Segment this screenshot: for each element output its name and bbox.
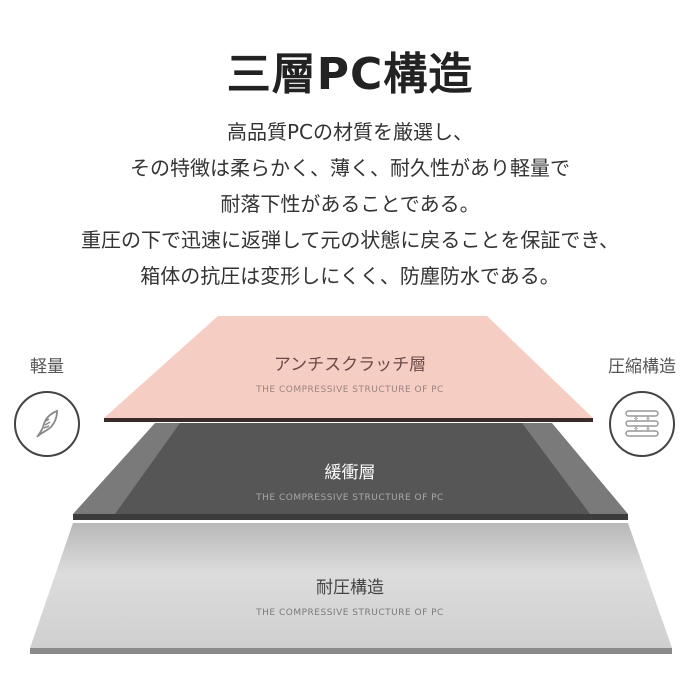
layer-name: 緩衝層 <box>324 463 376 483</box>
description-line: 耐落下性があることである。 <box>220 192 480 216</box>
layer-subtitle: THE COMPRESSIVE STRUCTURE OF PC <box>256 385 444 395</box>
description-line: その特徴は柔らかく、薄く、耐久性があり軽量で <box>130 156 570 180</box>
compression-structure-icon <box>625 410 659 437</box>
description: 高品質PCの材質を厳選し、 その特徴は柔らかく、薄く、耐久性があり軽量で 耐落下… <box>0 114 700 294</box>
pressure-resistant-layer-label: 耐圧構造 THE COMPRESSIVE STRUCTURE OF PC <box>0 573 700 618</box>
feature-label: 圧縮構造 <box>608 357 676 377</box>
page-title: 三層PC構造 <box>226 49 474 100</box>
cushion-layer <box>73 423 628 520</box>
pressure-resistant-layer <box>30 523 672 654</box>
feature-circle <box>14 391 80 457</box>
cushion-layer-label: 緩衝層 THE COMPRESSIVE STRUCTURE OF PC <box>0 458 700 503</box>
feature-compression-structure: 圧縮構造 <box>597 352 687 457</box>
layer-name: アンチスクラッチ層 <box>273 355 427 375</box>
feature-lightweight: 軽量 <box>14 352 80 457</box>
layer-subtitle: THE COMPRESSIVE STRUCTURE OF PC <box>256 493 444 503</box>
feature-label: 軽量 <box>30 357 64 377</box>
layer-name: 耐圧構造 <box>316 578 384 598</box>
description-line: 高品質PCの材質を厳選し、 <box>226 120 474 144</box>
feature-circle <box>609 391 675 457</box>
layer-subtitle: THE COMPRESSIVE STRUCTURE OF PC <box>256 608 444 618</box>
feather-icon <box>36 409 58 438</box>
description-line: 重圧の下で迅速に返弾して元の状態に戻ることを保証でき、 <box>81 228 619 252</box>
anti-scratch-layer-label: アンチスクラッチ層 THE COMPRESSIVE STRUCTURE OF P… <box>0 350 700 395</box>
anti-scratch-layer <box>104 316 593 422</box>
description-line: 箱体の抗圧は変形しにくく、防塵防水である。 <box>140 264 560 288</box>
